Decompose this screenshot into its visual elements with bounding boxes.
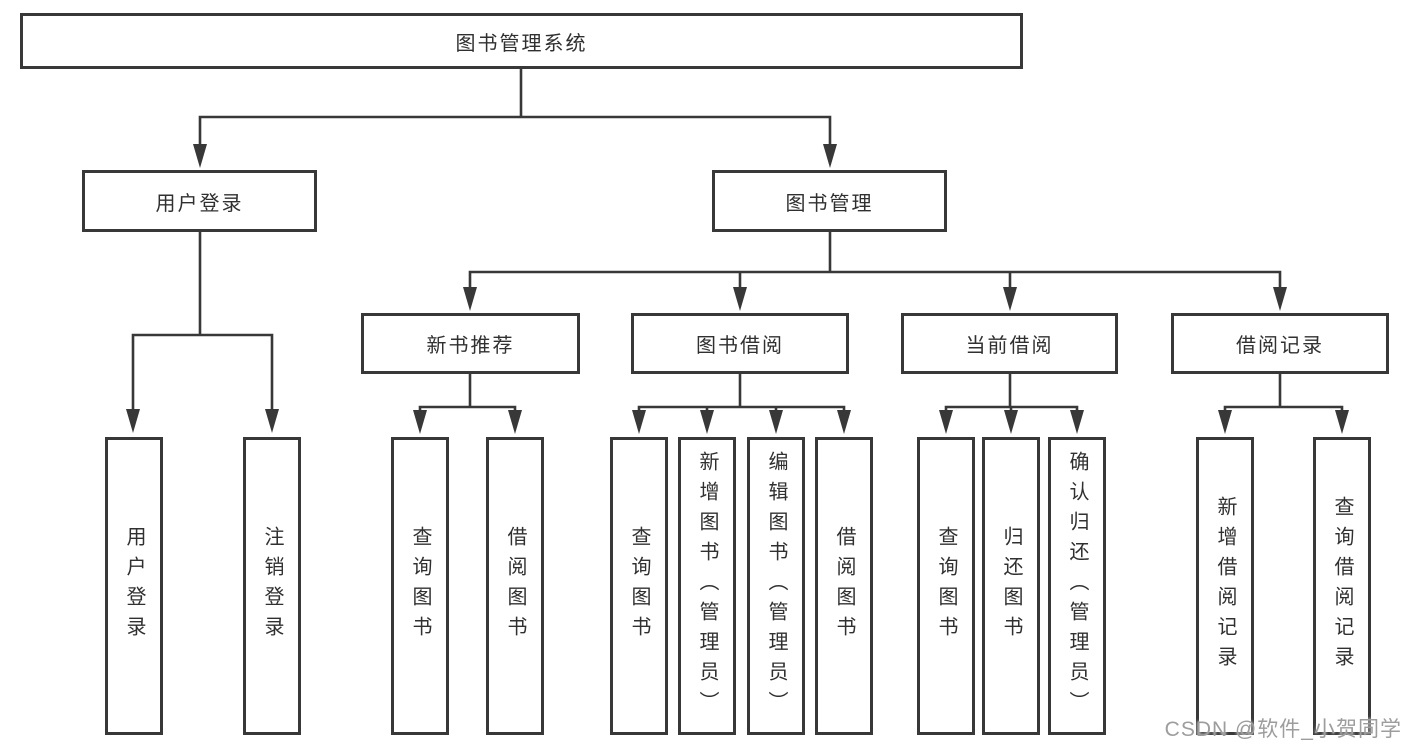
node-current-borrow: 当前借阅 [901,313,1118,374]
arrow-down-icon [193,144,207,168]
node-book-management: 图书管理 [712,170,947,232]
node-book-borrow: 图书借阅 [631,313,849,374]
arrowheads [126,144,1349,434]
arrow-down-icon [265,409,279,433]
connector-records-branch [1223,405,1344,413]
watermark: CSDN @软件_小贺同学 [1164,718,1402,741]
node-query-borrow-record: 查询借阅记录 [1313,437,1371,735]
arrow-down-icon [1273,287,1287,311]
arrow-down-icon [733,287,747,311]
arrow-down-icon [1218,410,1232,434]
node-add-borrow-record: 新增借阅记录 [1196,437,1254,735]
node-confirm-return-admin: 确认归还（管理员） [1048,437,1106,735]
node-label: 图书借阅 [696,335,784,357]
connector-userlogin-branch [131,333,274,411]
node-label: 归还图书 [1000,526,1022,646]
node-borrow-records: 借阅记录 [1171,313,1389,374]
arrow-down-icon [1004,410,1018,434]
node-label: 借阅记录 [1236,335,1324,357]
node-user-login: 用户登录 [82,170,317,232]
node-label: 查询图书 [409,526,431,646]
connector-root-branch [198,115,832,146]
node-logout: 注销登录 [243,437,301,735]
node-label: 借阅图书 [833,526,855,646]
node-label: 当前借阅 [965,335,1054,357]
node-label: 查询借阅记录 [1331,496,1353,676]
arrow-down-icon [508,410,522,434]
node-label: 用户登录 [155,192,244,215]
node-edit-books-admin: 编辑图书（管理员） [747,437,805,735]
node-label: 用户登录 [123,526,145,646]
arrow-down-icon [769,410,783,434]
node-label: 新增借阅记录 [1214,496,1236,676]
node-user-login-action: 用户登录 [105,437,163,735]
node-label: 图书管理系统 [455,32,588,55]
node-query-books-2: 查询图书 [610,437,668,735]
node-label: 新增图书（管理员） [696,451,718,721]
arrow-down-icon [632,410,646,434]
arrow-down-icon [1335,410,1349,434]
connector-bookmgmt-branch [468,270,1282,289]
arrow-down-icon [823,144,837,168]
arrow-down-icon [126,409,140,433]
arrow-down-icon [1003,287,1017,311]
node-label: 编辑图书（管理员） [765,451,787,721]
arrow-down-icon [939,410,953,434]
node-return-books: 归还图书 [982,437,1040,735]
node-query-books-3: 查询图书 [917,437,975,735]
node-borrow-books-2: 借阅图书 [815,437,873,735]
node-add-books-admin: 新增图书（管理员） [678,437,736,735]
arrow-down-icon [463,287,477,311]
arrow-down-icon [837,410,851,434]
node-label: 确认归还（管理员） [1066,451,1088,721]
arrow-down-icon [413,410,427,434]
node-label: 图书管理 [785,192,874,215]
node-label: 注销登录 [261,526,283,646]
node-label: 查询图书 [935,526,957,646]
node-borrow-books-1: 借阅图书 [486,437,544,735]
node-label: 借阅图书 [504,526,526,646]
node-library-system: 图书管理系统 [20,13,1023,69]
node-label: 新书推荐 [426,335,515,357]
connector-borrow-branch [637,405,846,413]
connector-newbook-branch [418,405,517,413]
arrow-down-icon [700,410,714,434]
node-new-book-recommend: 新书推荐 [361,313,580,374]
node-label: 查询图书 [628,526,650,646]
arrow-down-icon [1070,410,1084,434]
node-query-books-1: 查询图书 [391,437,449,735]
